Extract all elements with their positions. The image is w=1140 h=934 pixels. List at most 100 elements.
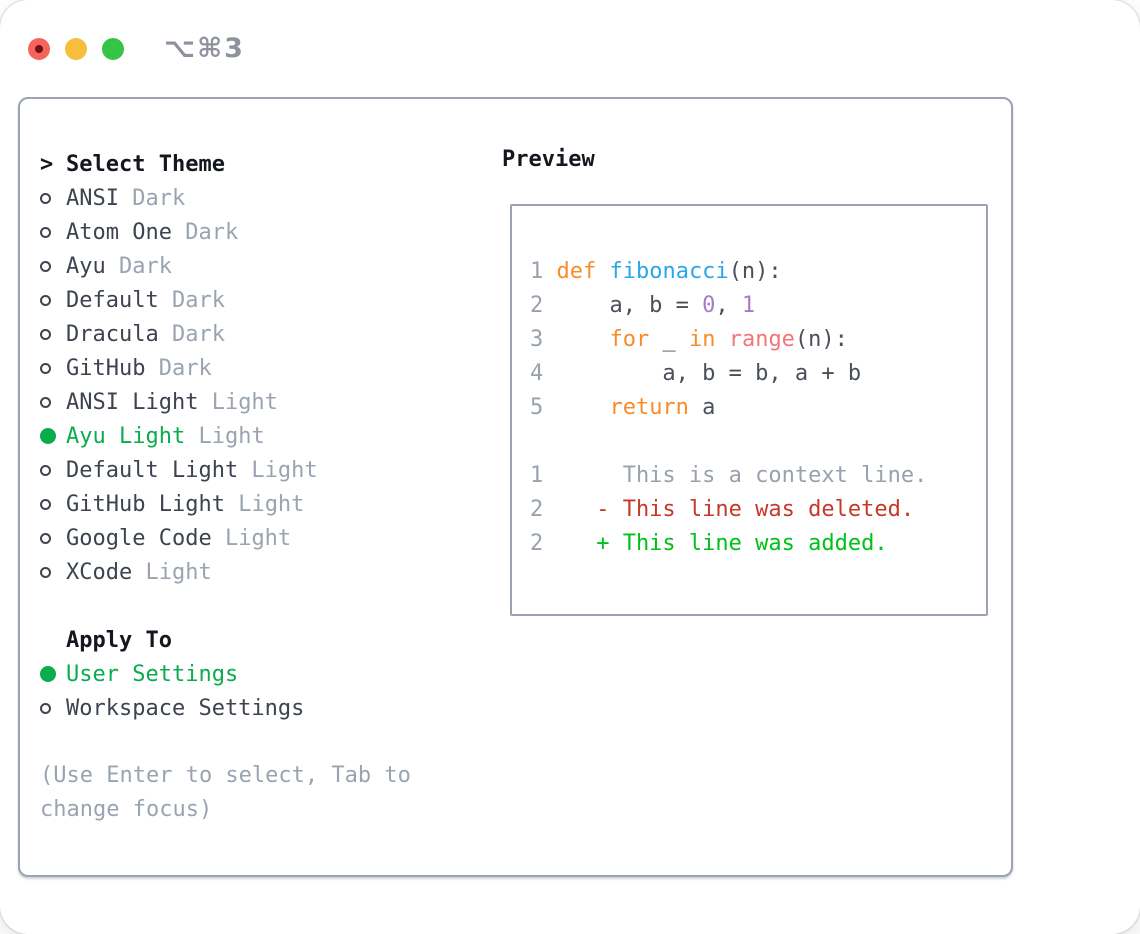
- line-content: for _ in range(n):: [556, 327, 847, 352]
- line-number: 5: [530, 394, 544, 420]
- theme-option-google-code[interactable]: Google Code Light: [40, 521, 480, 555]
- radio-marker: [40, 428, 66, 444]
- option-label: Ayu: [66, 253, 106, 279]
- code-token: ,: [715, 292, 742, 318]
- option-label: ANSI: [66, 185, 119, 211]
- radio-marker: [40, 396, 66, 408]
- theme-option-ayu[interactable]: Ayu Dark: [40, 249, 480, 283]
- line-content: This is a context line.: [556, 462, 928, 488]
- line-number: 2: [530, 292, 544, 318]
- option-variant: Light: [185, 423, 265, 449]
- spacer: [40, 589, 480, 623]
- radio-icon: [40, 566, 51, 578]
- code-token: a: [688, 394, 716, 420]
- code-token: [596, 259, 609, 284]
- apply-to-header: Apply To: [40, 623, 480, 657]
- option-variant: Dark: [171, 219, 239, 245]
- radio-marker: [40, 702, 66, 714]
- line-number: 3: [530, 326, 544, 352]
- option-variant: Light: [198, 389, 278, 415]
- option-variant: Light: [211, 525, 292, 551]
- option-label: Default: [66, 287, 159, 313]
- theme-option-ayu-light[interactable]: Ayu Light Light: [40, 419, 480, 453]
- radio-marker: [40, 666, 66, 682]
- radio-marker: [40, 362, 66, 374]
- diff-line-context: 1 This is a context line.: [530, 458, 968, 492]
- code-line: 2 a, b = 0, 1: [530, 288, 968, 322]
- theme-option-ansi-light[interactable]: ANSI Light Light: [40, 385, 480, 419]
- theme-option-default[interactable]: Default Dark: [40, 283, 480, 317]
- radio-icon: [40, 666, 56, 682]
- line-content: - This line was deleted.: [556, 496, 915, 522]
- theme-option-dracula[interactable]: Dracula Dark: [40, 317, 480, 351]
- radio-marker: [40, 566, 66, 578]
- radio-icon: [40, 260, 51, 272]
- window-title: ⌥⌘3: [164, 33, 245, 64]
- diff-block: 1 This is a context line. 2 - This line …: [530, 458, 968, 560]
- option-label: Dracula: [66, 321, 159, 347]
- radio-icon: [40, 192, 51, 204]
- close-button[interactable]: [28, 37, 50, 60]
- minimize-button[interactable]: [65, 37, 87, 60]
- line-number: 2: [530, 530, 544, 556]
- radio-icon: [40, 464, 51, 476]
- theme-picker-panel: >Select Theme ANSI Dark Atom One Dark Ay…: [18, 97, 1013, 877]
- line-content: + This line was added.: [556, 530, 888, 556]
- preview-title: Preview: [502, 147, 595, 172]
- diff-line-added: 2 + This line was added.: [530, 526, 968, 560]
- code-line: 5 return a: [530, 390, 968, 424]
- option-label: Ayu Light: [66, 423, 186, 449]
- prompt-icon: >: [40, 151, 54, 177]
- radio-marker: [40, 532, 66, 544]
- code-block: 1 def fibonacci(n): 2 a, b = 0, 1 3 for _…: [530, 254, 968, 424]
- traffic-lights: [28, 37, 124, 60]
- apply-option-workspace-settings[interactable]: Workspace Settings: [40, 691, 480, 725]
- hint-text: (Use Enter to select, Tab to change focu…: [40, 763, 411, 822]
- code-token: range: [728, 326, 795, 352]
- spacer: [40, 725, 480, 759]
- diff-line-deleted: 2 - This line was deleted.: [530, 492, 968, 526]
- code-line: 1 def fibonacci(n):: [530, 254, 968, 288]
- option-label: Atom One: [66, 219, 172, 245]
- code-token: [556, 327, 609, 352]
- option-variant: Dark: [158, 287, 225, 313]
- option-variant: Dark: [145, 355, 212, 381]
- line-number: 4: [530, 360, 544, 386]
- code-token: a, b = b, a + b: [556, 360, 862, 386]
- radio-icon: [40, 362, 51, 374]
- theme-option-default-light[interactable]: Default Light Light: [40, 453, 480, 487]
- option-variant: Dark: [105, 253, 172, 279]
- theme-option-github-light[interactable]: GitHub Light Light: [40, 487, 480, 521]
- theme-option-xcode[interactable]: XCode Light: [40, 555, 480, 589]
- preview-column: Preview 1 def fibonacci(n): 2 a, b = 0, 1…: [502, 147, 991, 875]
- code-token: fibonacci: [609, 258, 729, 284]
- line-content: return a: [556, 395, 715, 420]
- code-token: (n):: [728, 258, 782, 284]
- radio-marker: [40, 464, 66, 476]
- line-number: 1: [530, 258, 544, 284]
- option-label: Workspace Settings: [66, 695, 305, 721]
- code-token: a, b =: [556, 292, 703, 318]
- radio-icon: [40, 498, 51, 510]
- theme-option-ansi[interactable]: ANSI Dark: [40, 181, 480, 215]
- code-token: [715, 327, 728, 352]
- code-token: _: [649, 326, 689, 352]
- radio-icon: [40, 294, 51, 306]
- line-number: 1: [530, 462, 544, 488]
- radio-icon: [40, 396, 51, 408]
- code-line: 4 a, b = b, a + b: [530, 356, 968, 390]
- option-variant: Light: [224, 491, 305, 517]
- radio-marker: [40, 192, 66, 204]
- line-content: def fibonacci(n):: [556, 259, 781, 284]
- line-content: a, b = 0, 1: [556, 293, 755, 318]
- radio-marker: [40, 328, 66, 340]
- code-token: (n):: [794, 326, 848, 352]
- option-label: XCode: [66, 559, 133, 585]
- maximize-button[interactable]: [102, 37, 124, 60]
- theme-picker-column: >Select Theme ANSI Dark Atom One Dark Ay…: [40, 147, 480, 875]
- theme-option-github[interactable]: GitHub Dark: [40, 351, 480, 385]
- radio-icon: [40, 702, 51, 714]
- apply-option-user-settings[interactable]: User Settings: [40, 657, 480, 691]
- theme-option-atom-one[interactable]: Atom One Dark: [40, 215, 480, 249]
- code-token: in: [688, 326, 716, 352]
